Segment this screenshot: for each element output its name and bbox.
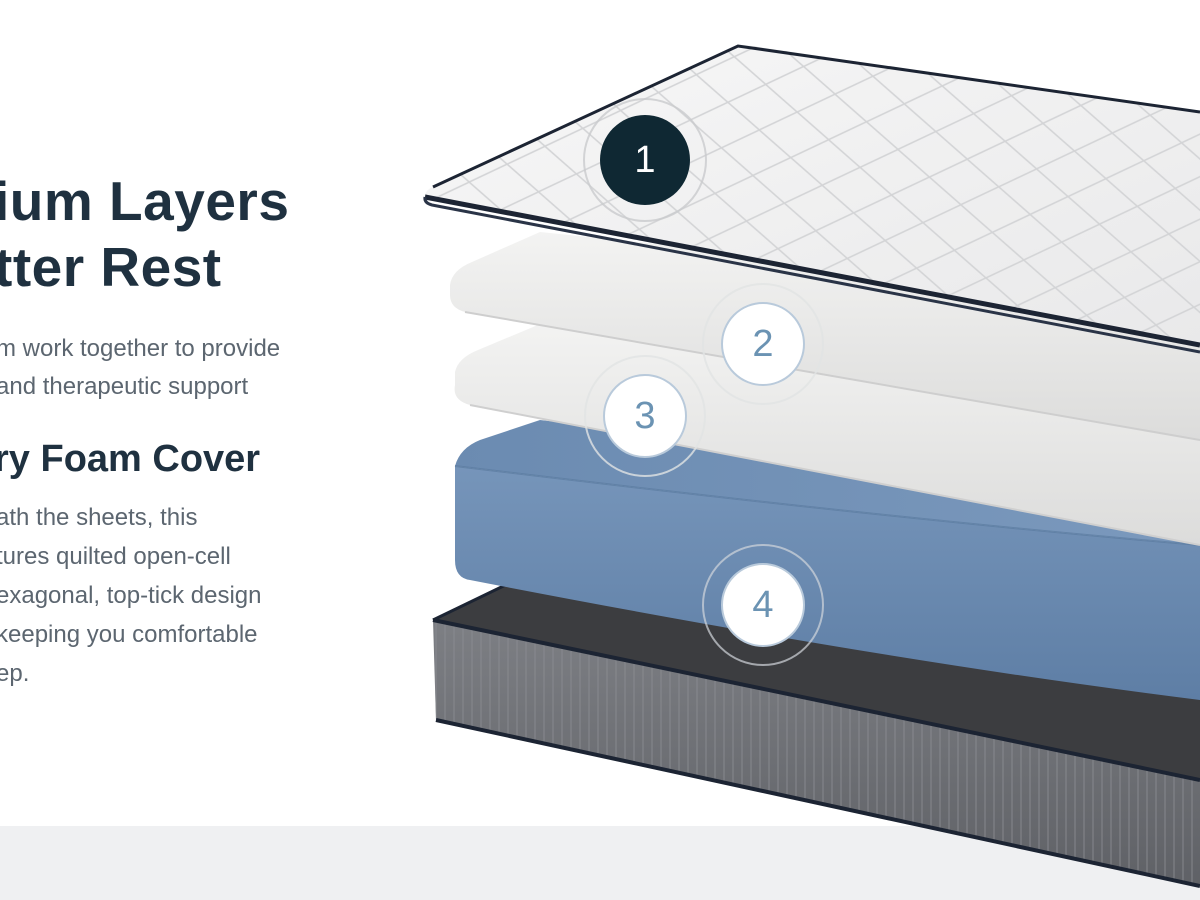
headline-line-1: ium Layers: [0, 170, 290, 232]
badge-number-3: 3: [634, 395, 655, 437]
layer-badge-3[interactable]: 3: [584, 355, 706, 477]
badge-number-4: 4: [752, 584, 773, 626]
layer-badge-1[interactable]: 1: [583, 98, 707, 222]
active-layer-description: ath the sheets, this tures quilted open-…: [0, 498, 262, 693]
layer-badge-4[interactable]: 4: [702, 544, 824, 666]
layer-desc-line-1: ath the sheets, this: [0, 504, 198, 531]
layer-desc-line-4: keeping you comfortable: [0, 621, 258, 648]
layer-badge-2[interactable]: 2: [702, 283, 824, 405]
active-layer-title: ry Foam Cover: [0, 438, 261, 480]
section-headline: ium Layers tter Rest: [0, 168, 289, 300]
headline-line-2: tter Rest: [0, 236, 222, 298]
layer-description-panel: ium Layers tter Rest m work together to …: [0, 0, 420, 826]
badge-number-1: 1: [634, 139, 655, 181]
intro-line-2: and therapeutic support: [0, 373, 249, 400]
layer-desc-line-5: ep.: [0, 660, 30, 687]
badge-number-2: 2: [752, 323, 773, 365]
section-intro: m work together to provide and therapeut…: [0, 330, 280, 406]
intro-line-1: m work together to provide: [0, 335, 281, 362]
layer-desc-line-3: exagonal, top-tick design: [0, 582, 262, 609]
layer-desc-line-2: tures quilted open-cell: [0, 543, 231, 570]
